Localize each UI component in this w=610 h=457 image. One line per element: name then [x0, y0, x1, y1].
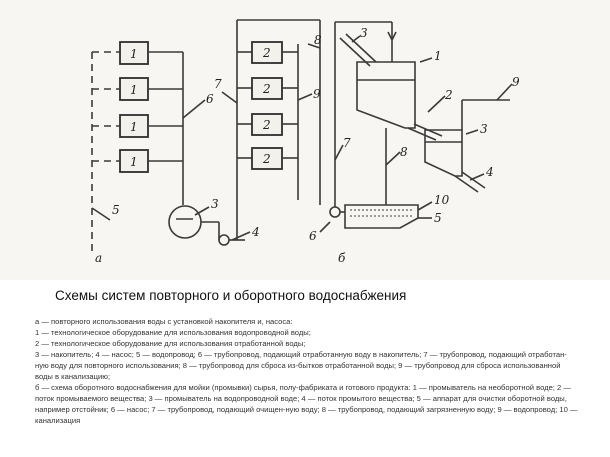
water-main-9: 9	[461, 75, 520, 130]
pipe-9: 9	[282, 44, 321, 200]
label-3: 3	[211, 197, 219, 211]
legend-item: а — повторного использования воды с уста…	[35, 317, 293, 326]
label-4: 4	[485, 165, 494, 179]
label-4: 4	[251, 225, 260, 239]
label-9: 9	[313, 87, 321, 101]
pipe-8: 8	[385, 128, 408, 205]
label-9: 9	[512, 75, 520, 89]
label-3-top: 3	[360, 26, 368, 40]
figure-title: Схемы систем повторного и оборотного вод…	[55, 288, 407, 303]
equipment-2-stack: 2 2 2 2	[251, 41, 283, 170]
legend-item: б — схема оборотного водоснабжения для м…	[35, 383, 578, 425]
washer-3: 3	[424, 122, 488, 177]
label-2: 2	[444, 88, 453, 102]
stream-4: 4	[454, 165, 494, 193]
label-8: 8	[400, 145, 408, 159]
figure-background	[0, 0, 610, 280]
legend-item: 3 — накопитель; 4 — насос; 5 — водопрово…	[35, 350, 567, 381]
label-6: 6	[309, 229, 317, 243]
panel-label-b: б	[338, 251, 346, 265]
box2-label: 2	[262, 152, 271, 166]
material-inlet: 3	[339, 26, 377, 67]
schematic-figure: 1 1 1 1 5 6	[0, 0, 610, 280]
accumulator-3: 3	[168, 197, 219, 239]
label-3: 3	[480, 122, 488, 136]
label-5: 5	[434, 211, 442, 225]
box2-label: 2	[262, 46, 271, 60]
legend-item: 2 — технологическое оборудование для исп…	[35, 339, 306, 348]
label-7: 7	[214, 77, 222, 91]
schematic-svg: 1 1 1 1 5 6	[0, 0, 610, 280]
legend-item: 1 — технологическое оборудование для исп…	[35, 328, 311, 337]
label-5: 5	[112, 203, 120, 217]
box2-label: 2	[262, 118, 271, 132]
box2-label: 2	[262, 82, 271, 96]
panel-label-a: а	[95, 251, 102, 265]
settler-5: 10 5	[344, 193, 450, 229]
label-7: 7	[343, 136, 351, 150]
scheme-a: 1 1 1 1 5 6	[91, 19, 322, 265]
box-label: 1	[130, 155, 138, 169]
pipe-7: 7	[214, 19, 320, 240]
box-label: 1	[130, 120, 138, 134]
scheme-b: 1 3 2 3 4	[309, 21, 520, 265]
pipe-6: 6	[148, 51, 214, 205]
pipe-8: 8	[307, 20, 322, 205]
pipe-7: 7	[334, 21, 397, 207]
label-6: 6	[206, 92, 214, 106]
legend: а — повторного использования воды с уста…	[35, 316, 580, 426]
water-main-5: 5	[91, 51, 120, 255]
label-1: 1	[434, 49, 442, 63]
box-label: 1	[130, 83, 138, 97]
label-10: 10	[434, 193, 450, 207]
equipment-1-box	[119, 41, 149, 65]
label-8: 8	[314, 33, 322, 47]
box-label: 1	[130, 47, 138, 61]
